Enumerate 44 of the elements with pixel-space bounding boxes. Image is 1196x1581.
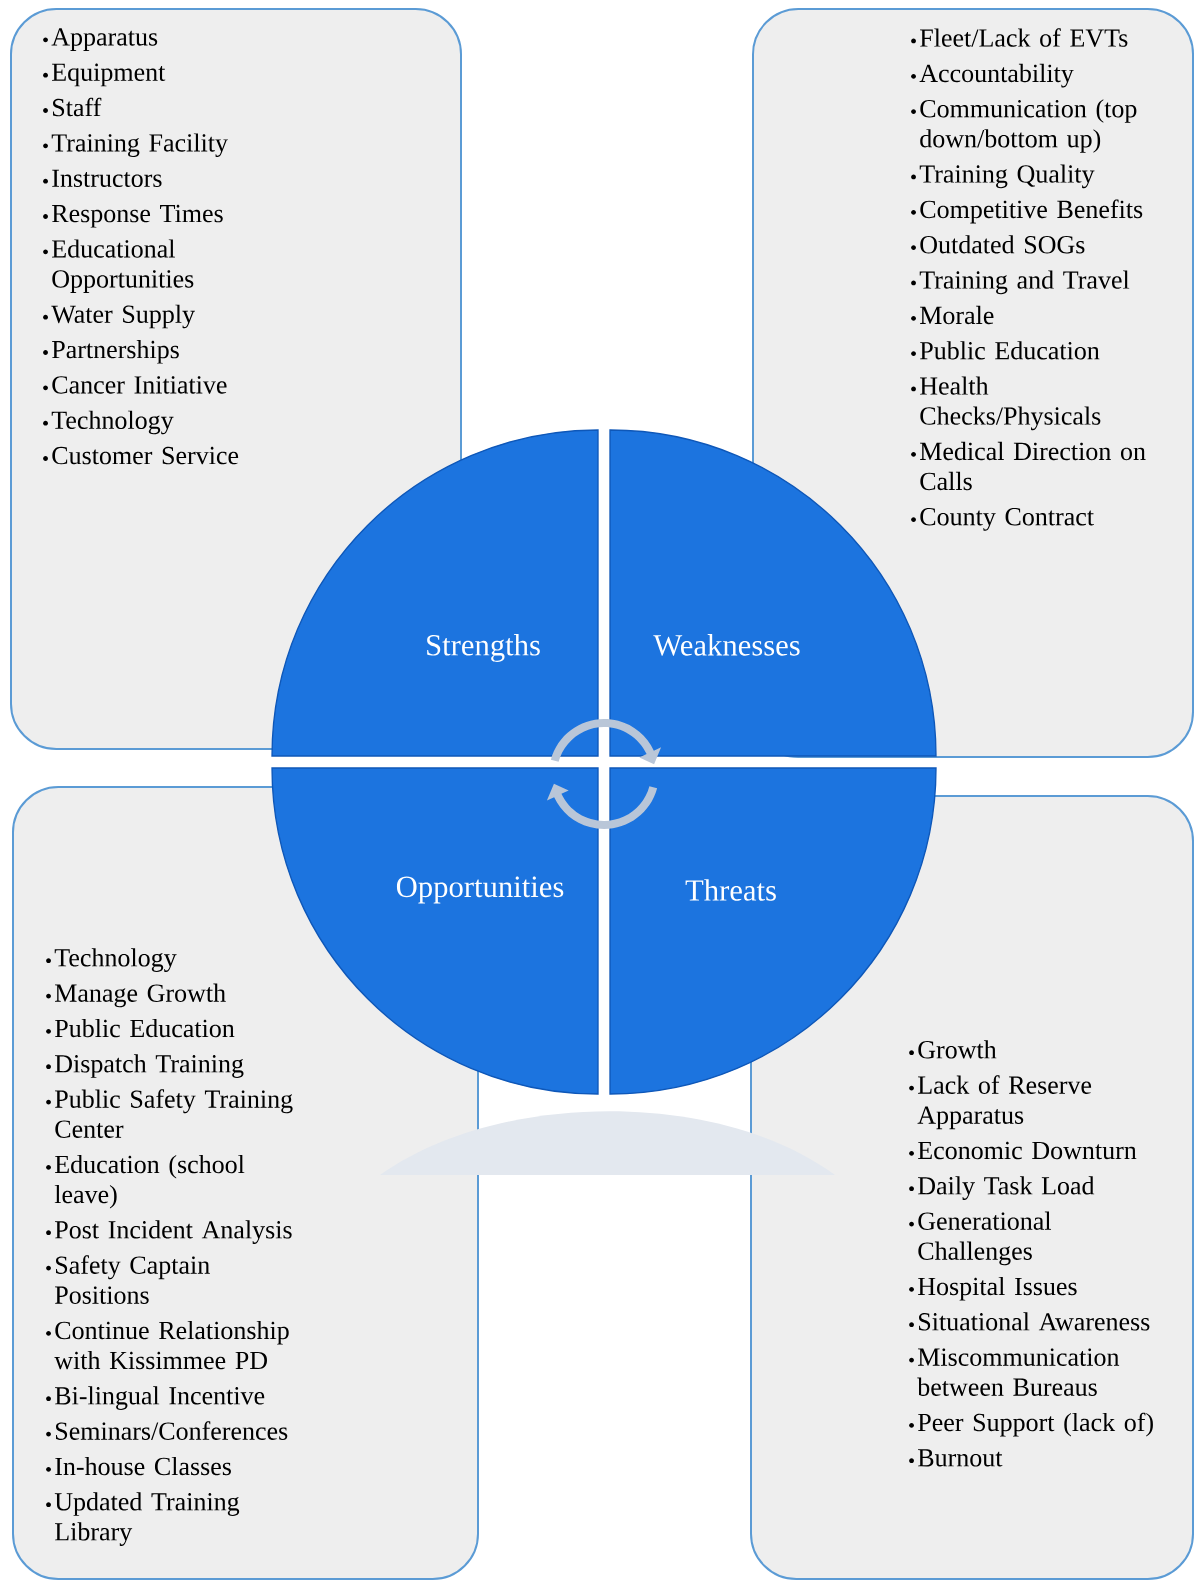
bullet-item: Updated Training Library — [54, 1492, 240, 1546]
bullet-item: Partnerships — [52, 340, 179, 364]
bullet-item: Cancer Initiative — [52, 376, 227, 394]
quadrant-segment: Opportunities — [271, 767, 599, 1095]
bullet-item: Peer Support (lack of) — [918, 1412, 1153, 1437]
bullet-item: Generational Challenges — [918, 1211, 1052, 1266]
bullet-item: Manage Growth — [55, 983, 226, 1008]
bullet-item: Water Supply — [51, 304, 195, 329]
bullet-item: In-house Classes — [55, 1456, 231, 1476]
bullet-item: Burnout — [918, 1449, 1003, 1467]
bullet-item: Equipment — [52, 63, 166, 87]
bullet-item: Continue Relationship with Kissimmee PD — [54, 1320, 289, 1370]
bullet-item: Post Incident Analysis — [55, 1220, 292, 1244]
bullet-item: Technology — [54, 948, 177, 972]
bullet-item: Training Facility — [51, 133, 228, 157]
bullet-item: Technology — [51, 410, 174, 435]
bullet-item: Educational Opportunities — [52, 239, 194, 293]
bullet-item: Apparatus — [51, 28, 158, 51]
bullet-item: Public Education — [920, 341, 1100, 360]
bullet-item: Morale — [920, 305, 994, 325]
bullet-item: Public Education — [55, 1018, 235, 1038]
bullet-item: Communication (top down/bottom up) — [920, 99, 1137, 153]
bullet-item: Instructors — [52, 169, 162, 187]
bullet-item: Training Quality — [919, 164, 1095, 189]
bullet-item: Dispatch Training — [55, 1054, 244, 1078]
bullet-item: Seminars/Conferences — [56, 1421, 288, 1440]
bullet-item: Daily Task Load — [918, 1176, 1095, 1200]
bullet-item: Miscommunication between Bureaus — [917, 1348, 1120, 1396]
bullet-item: Hospital Issues — [918, 1276, 1077, 1301]
quadrant-segment: Strengths — [271, 429, 599, 757]
bullet-item: Safety Captain Positions — [55, 1255, 210, 1304]
bullet-item: Response Times — [52, 204, 223, 228]
bullet-item: Bi-lingual Incentive — [55, 1386, 265, 1410]
bullet-item: Fleet/Lack of EVTs — [920, 28, 1128, 47]
bullet-item: Staff — [53, 97, 102, 117]
bullet-item: Outdated SOGs — [920, 235, 1085, 254]
bullet-item: Situational Awareness — [919, 1312, 1150, 1331]
bullet-item: Education (school leave) — [54, 1154, 245, 1209]
bullet-item: Economic Downturn — [918, 1141, 1137, 1160]
bullet-item: Competitive Benefits — [920, 199, 1143, 224]
bullet-item: Training and Travel — [919, 270, 1130, 295]
bullet-item: Health Checks/Physicals — [920, 376, 1101, 431]
bullet-item: Customer Service — [52, 446, 239, 465]
bullet-item: Accountability — [919, 63, 1074, 88]
